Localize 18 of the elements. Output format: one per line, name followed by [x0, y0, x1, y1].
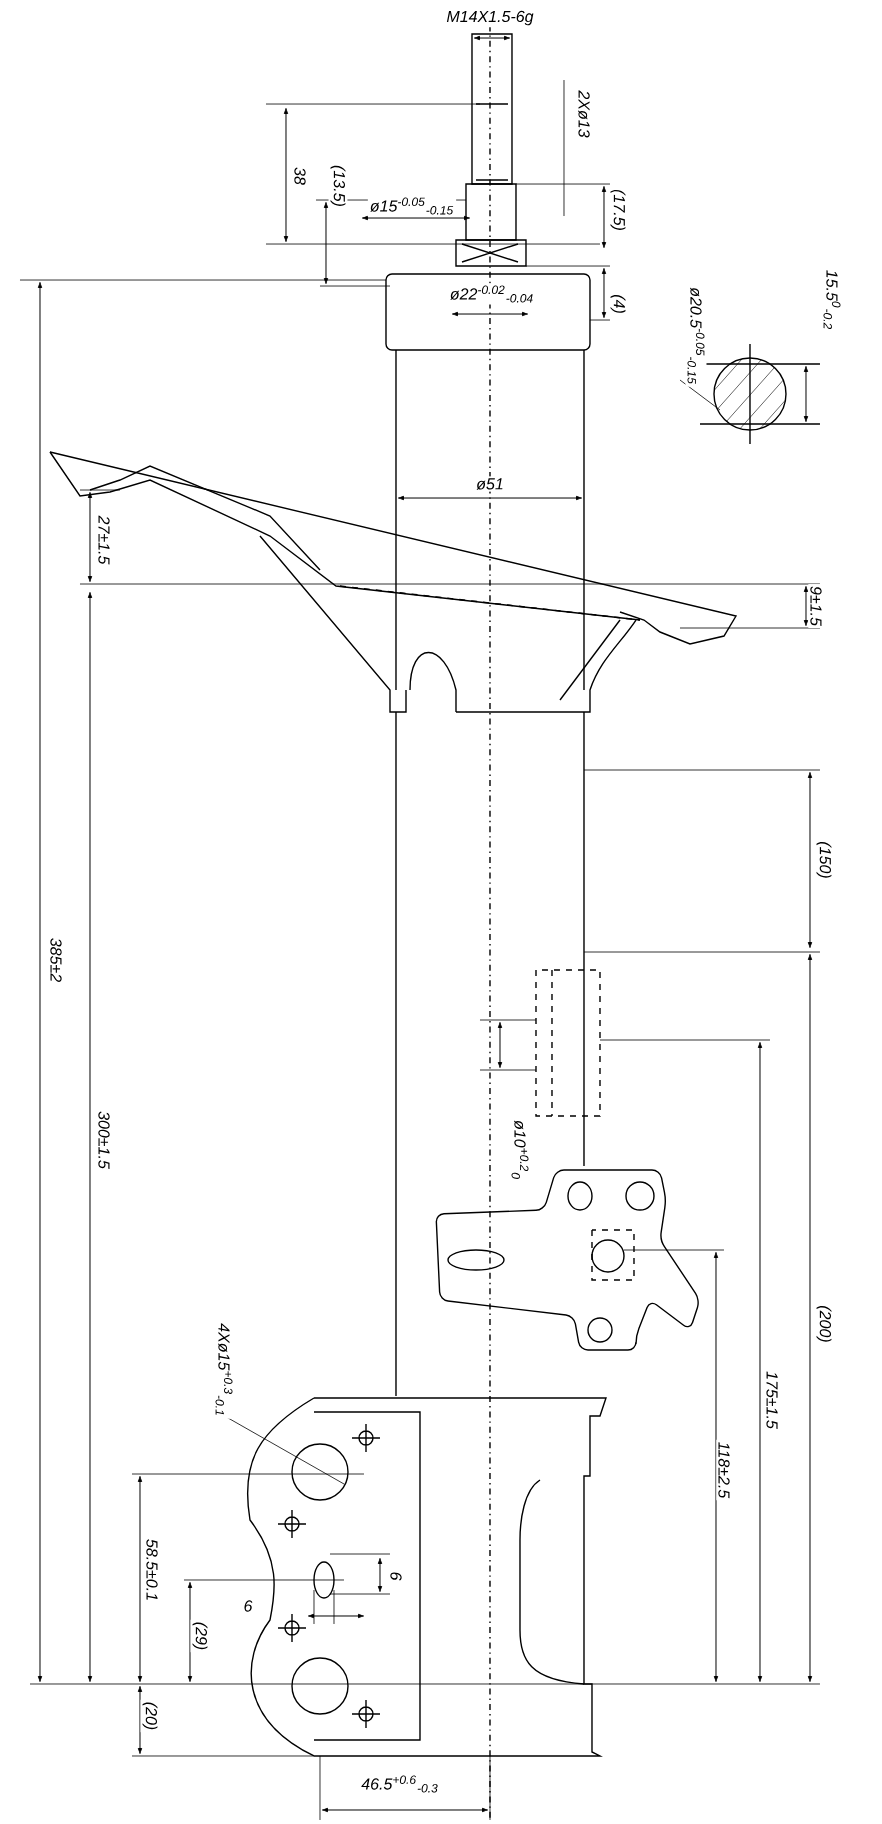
dimension-label: 38 [292, 165, 308, 187]
dimension-label: 300±1.5 [96, 1109, 112, 1171]
dimension-label: 6 [241, 1598, 255, 1614]
dimension-label: M14X1.5-6g [444, 8, 536, 28]
dimension-label: (150) [814, 839, 834, 881]
dimension-label: 58.5±0.1 [144, 1536, 160, 1604]
dimension-label: (17.5) [608, 187, 628, 233]
dimension-label: 2Xø13 [576, 88, 592, 140]
dimension-label: 118±2.5 [716, 1439, 732, 1501]
dimension-label: (4) [608, 292, 628, 316]
dimension-label: (13.5) [328, 163, 348, 209]
dimension-label: 175±1.5 [764, 1369, 780, 1431]
dimension-label: 6 [388, 1569, 404, 1583]
dimension-label: 9±1.5 [808, 584, 824, 628]
dimension-label: 385±2 [48, 935, 64, 985]
dimension-label: (200) [814, 1303, 834, 1345]
dimension-label: ø51 [474, 476, 506, 492]
dimension-label: 27±1.5 [96, 513, 112, 567]
